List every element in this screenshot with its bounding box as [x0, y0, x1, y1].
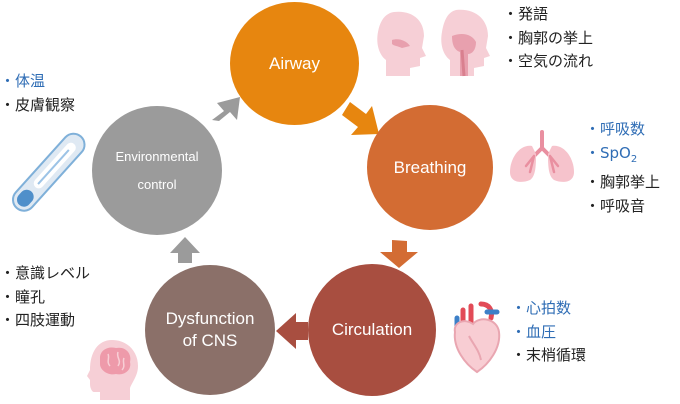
- circulation-label: Circulation: [331, 320, 413, 339]
- breathing-label: Breathing: [393, 157, 467, 177]
- airway-checklist: 発語胸郭の挙上空気の流れ: [503, 3, 593, 74]
- arrow-circulation-to-cns: [276, 313, 308, 349]
- checklist-item-text: 四肢運動: [15, 311, 76, 329]
- checklist-item: 胸郭挙上: [585, 171, 660, 195]
- checklist-item-text: 血圧: [526, 322, 557, 341]
- cns-checklist: 意識レベル瞳孔四肢運動: [0, 262, 90, 333]
- checklist-item: 皮膚観察: [0, 94, 75, 118]
- checklist-item-text: SpO: [600, 143, 631, 162]
- checklist-item-text: 空気の流れ: [518, 52, 594, 70]
- checklist-item: 末梢循環: [511, 344, 586, 368]
- environmental-checklist: 体温皮膚観察: [0, 70, 75, 117]
- brain-head-icon: [87, 340, 138, 400]
- checklist-item: SpO2: [585, 142, 660, 172]
- checklist-item-text: 心拍数: [526, 299, 572, 317]
- cns-label-line2: of CNS: [182, 331, 238, 350]
- cns-label-line1: Dysfunction: [165, 309, 255, 328]
- circulation-node: Circulation: [308, 264, 436, 396]
- checklist-item-text: 体温: [15, 72, 46, 90]
- arrow-airway-to-breathing: [342, 102, 379, 135]
- checklist-item-text: 瞳孔: [15, 287, 46, 306]
- checklist-item: 空気の流れ: [503, 50, 593, 74]
- environmental-label-line2: control: [137, 176, 177, 192]
- checklist-item-text: 末梢循環: [526, 346, 587, 364]
- environmental-label-line1: Environmental: [115, 148, 199, 164]
- thermometer-icon: [12, 132, 86, 212]
- airway-label: Airway: [268, 53, 320, 73]
- arrow-cns-to-environmental: [170, 237, 200, 263]
- checklist-item-text: 呼吸音: [600, 196, 646, 215]
- checklist-item: 血圧: [511, 321, 586, 345]
- checklist-item-text: 発語: [518, 5, 549, 23]
- checklist-item-text: 皮膚観察: [15, 95, 76, 114]
- circulation-checklist: 心拍数血圧末梢循環: [511, 297, 586, 368]
- arrow-environmental-to-airway: [212, 97, 240, 121]
- checklist-item-text: 胸郭挙上: [600, 173, 661, 191]
- checklist-item: 体温: [0, 70, 75, 94]
- checklist-item: 四肢運動: [0, 309, 90, 333]
- checklist-item-subscript: 2: [630, 153, 638, 165]
- heart-icon: [453, 301, 501, 374]
- head-profile-icon: [377, 9, 490, 77]
- arrow-breathing-to-circulation: [380, 240, 418, 268]
- breathing-node: Breathing: [367, 105, 493, 230]
- cns-node: Dysfunction of CNS: [145, 265, 275, 395]
- checklist-item-text: 呼吸数: [600, 120, 646, 138]
- checklist-item-text: 胸郭の挙上: [518, 28, 594, 47]
- checklist-item: 意識レベル: [0, 262, 90, 286]
- checklist-item-text: 意識レベル: [15, 264, 91, 282]
- environmental-node: Environmental control: [92, 106, 222, 235]
- environmental-label: Environmental control: [115, 143, 198, 199]
- checklist-item: 瞳孔: [0, 286, 90, 310]
- checklist-item: 心拍数: [511, 297, 586, 321]
- lungs-icon: [510, 130, 574, 182]
- checklist-item: 発語: [503, 3, 593, 27]
- cns-label: Dysfunction of CNS: [166, 308, 255, 352]
- airway-node: Airway: [230, 2, 359, 125]
- checklist-item: 呼吸数: [585, 118, 660, 142]
- checklist-item: 胸郭の挙上: [503, 27, 593, 51]
- checklist-item: 呼吸音: [585, 195, 660, 219]
- breathing-checklist: 呼吸数SpO2胸郭挙上呼吸音: [585, 118, 660, 218]
